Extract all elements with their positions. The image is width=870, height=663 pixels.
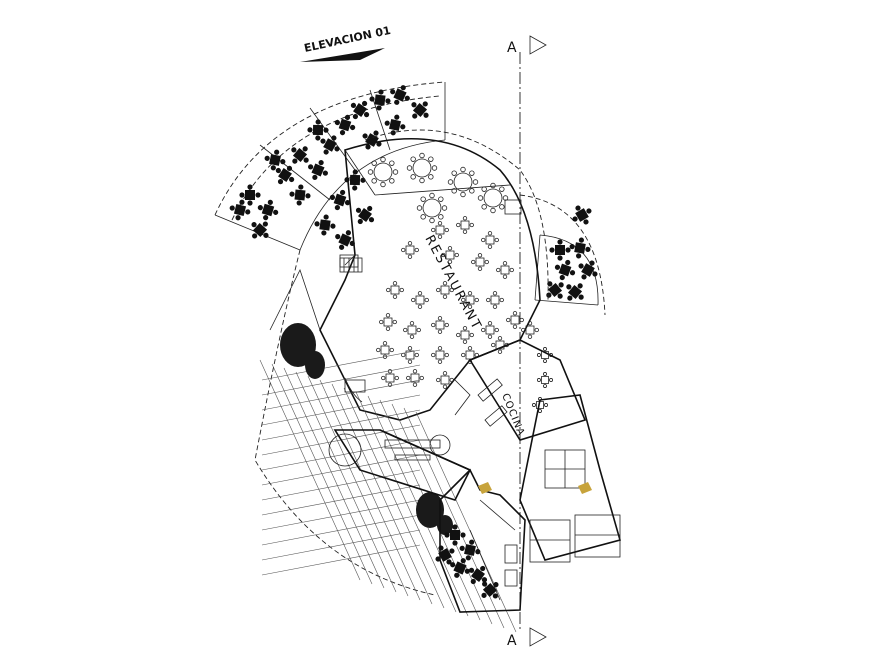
- terrace-table: [572, 205, 592, 225]
- section-arrow-bottom: [529, 627, 547, 647]
- terrace-table: [320, 135, 340, 155]
- terrace-table: [257, 199, 279, 221]
- stairs: [339, 257, 363, 273]
- square-table: [431, 221, 449, 239]
- terrace-table: [566, 283, 584, 301]
- terrace-table: [355, 205, 375, 225]
- left-terrace: [214, 81, 446, 251]
- terrace-table: [329, 189, 351, 211]
- terrace-table: [229, 199, 251, 221]
- terrace-table: [578, 260, 598, 280]
- terrace-table: [291, 146, 309, 164]
- square-tables: [376, 216, 539, 389]
- square-table: [431, 316, 449, 334]
- terrace-table: [362, 130, 382, 150]
- terrace-table: [549, 239, 571, 261]
- terrace-table: [435, 545, 455, 565]
- terrace-table: [450, 558, 470, 578]
- square-table: [481, 321, 499, 339]
- square-table: [537, 372, 553, 388]
- terrace-table: [444, 524, 466, 546]
- section-marker-bottom: A: [507, 633, 517, 649]
- square-table: [496, 261, 514, 279]
- square-table: [481, 231, 499, 249]
- terrace-table: [275, 165, 295, 185]
- terrace-table: [554, 259, 576, 281]
- round-table: [447, 166, 479, 198]
- elevation-marker: ELEVACION 01: [300, 24, 392, 62]
- terrace-table: [334, 114, 356, 136]
- square-table: [436, 371, 454, 389]
- section-marker-top: A: [507, 40, 517, 56]
- square-table: [491, 336, 509, 354]
- terrace-table: [350, 100, 370, 120]
- square-table: [506, 311, 524, 329]
- square-table: [431, 346, 449, 364]
- right-terrace-tables: [546, 205, 598, 301]
- terrace-table: [314, 214, 336, 236]
- right-terrace: [519, 194, 606, 316]
- square-table: [386, 281, 404, 299]
- terrace-table: [307, 119, 329, 141]
- terrace-table: [459, 539, 481, 561]
- square-table: [461, 291, 479, 309]
- service-block: [328, 377, 472, 501]
- square-table: [456, 216, 474, 234]
- round-table: [477, 182, 509, 214]
- terrace-table: [239, 184, 261, 206]
- terrace-table: [468, 565, 488, 585]
- round-table: [406, 152, 438, 184]
- round-tables: [367, 152, 509, 224]
- terrace-table: [569, 237, 591, 259]
- terrace-table: [411, 101, 429, 119]
- round-table: [416, 192, 448, 224]
- square-table: [441, 246, 459, 264]
- square-table: [376, 341, 394, 359]
- square-table: [486, 291, 504, 309]
- section-arrow-top: [529, 35, 547, 55]
- terrace-table: [369, 89, 391, 111]
- terrace-table: [264, 149, 286, 171]
- square-table: [436, 281, 454, 299]
- square-table: [521, 321, 539, 339]
- entrance-wing: [435, 468, 526, 613]
- terrace-table: [481, 581, 499, 599]
- service-rooms: [519, 394, 621, 563]
- square-table: [403, 321, 421, 339]
- terrace-table: [384, 114, 406, 136]
- elevation-arrow: [300, 48, 385, 62]
- square-table: [406, 369, 424, 387]
- square-table: [471, 253, 489, 271]
- square-table: [401, 346, 419, 364]
- terrace-table: [546, 281, 564, 299]
- terrace-table: [289, 184, 311, 206]
- round-table: [367, 156, 399, 188]
- square-table: [456, 326, 474, 344]
- restaurant-label: RESTAURANT: [421, 233, 484, 334]
- trees: [280, 323, 453, 535]
- square-table: [411, 291, 429, 309]
- terrace-table: [390, 85, 410, 105]
- kitchen: COCINA: [468, 339, 587, 441]
- square-table: [379, 313, 397, 331]
- square-table: [537, 347, 553, 363]
- terrace-table: [308, 160, 328, 180]
- terrace-table: [251, 221, 269, 239]
- section-axis: A A: [507, 35, 547, 649]
- square-table: [401, 241, 419, 259]
